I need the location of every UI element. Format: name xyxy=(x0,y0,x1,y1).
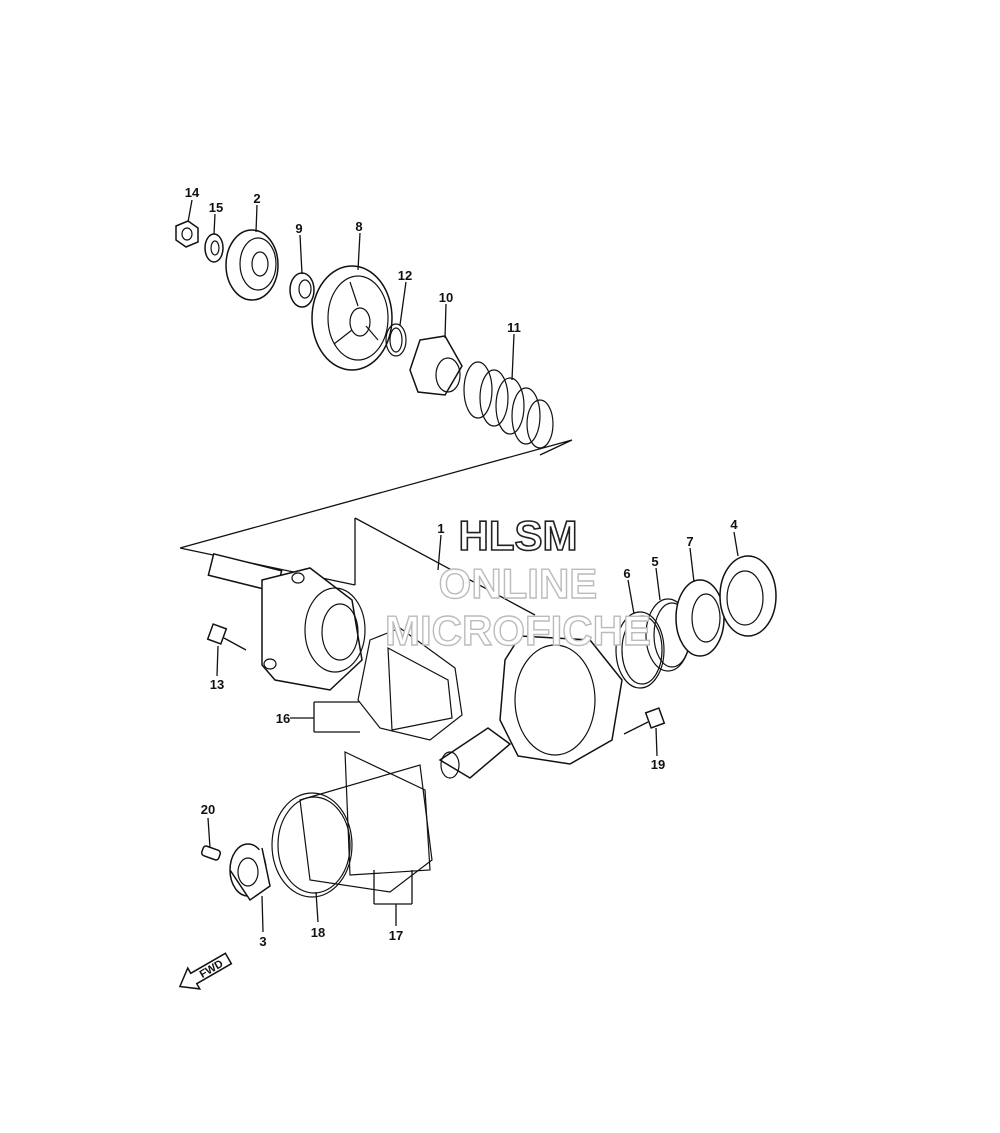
callout: 14 xyxy=(185,185,200,200)
leader-lines xyxy=(187,199,739,933)
callout: 3 xyxy=(259,934,266,949)
part-drive-shaft xyxy=(207,552,366,691)
part-bearing-right xyxy=(675,579,725,657)
part-oring xyxy=(615,611,665,689)
part-dog-clutch xyxy=(409,335,463,396)
callout: 2 xyxy=(253,191,260,206)
part-pinion-housing xyxy=(438,635,623,779)
fwd-label: FWD xyxy=(198,958,226,981)
part-bolt-right xyxy=(623,707,666,735)
part-nut xyxy=(175,220,199,248)
watermark-line2: ONLINE xyxy=(439,560,598,607)
part-spring xyxy=(463,361,554,449)
part-oring-lower xyxy=(271,792,353,898)
callout: 17 xyxy=(389,928,403,943)
part-gear xyxy=(311,265,393,371)
callout: 6 xyxy=(623,566,630,581)
watermark-line1: HLSM xyxy=(459,512,578,559)
assembly-bracket xyxy=(179,439,573,616)
part-washer xyxy=(204,233,224,263)
part-needle-bearing xyxy=(229,843,271,902)
callout: 1 xyxy=(437,521,444,536)
fwd-arrow-icon: FWD xyxy=(178,952,233,990)
callout: 11 xyxy=(507,320,521,335)
callout: 9 xyxy=(295,221,302,236)
watermark-line3: MICROFICHE xyxy=(385,607,651,654)
callout: 19 xyxy=(651,757,665,772)
callout: 8 xyxy=(355,219,362,234)
callout: 7 xyxy=(686,534,693,549)
callout: 5 xyxy=(651,554,658,569)
part-gaskets-17 xyxy=(299,751,433,893)
callout: 10 xyxy=(439,290,453,305)
callout: 15 xyxy=(209,200,223,215)
part-circlip xyxy=(385,323,407,357)
part-collar xyxy=(289,272,315,308)
part-ring-nut xyxy=(719,555,777,637)
part-bearing xyxy=(225,229,279,301)
callout: 20 xyxy=(201,802,215,817)
part-pin xyxy=(200,845,222,861)
callout: 13 xyxy=(210,677,224,692)
part-bolt-left xyxy=(206,623,247,651)
part-gaskets-16 xyxy=(357,627,463,741)
callout: 18 xyxy=(311,925,325,940)
callout: 16 xyxy=(276,711,290,726)
callout: 4 xyxy=(730,517,738,532)
callout: 12 xyxy=(398,268,412,283)
